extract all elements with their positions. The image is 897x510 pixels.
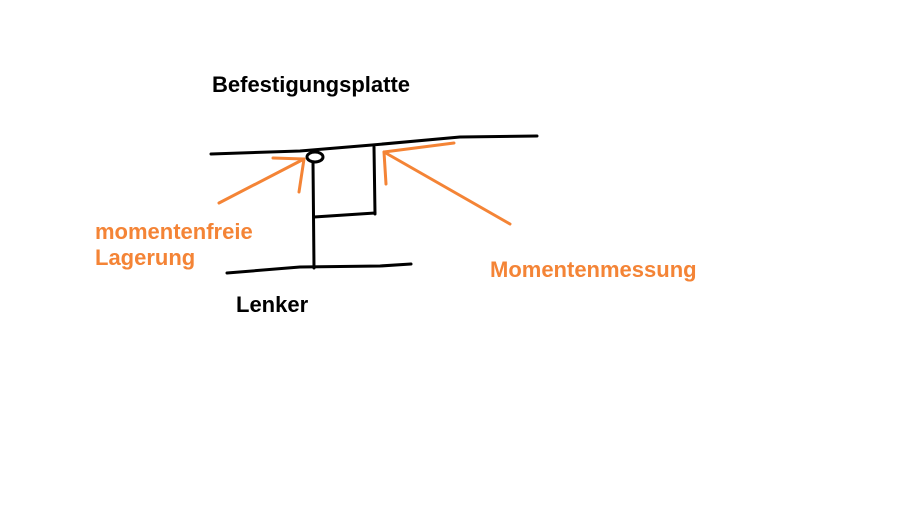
right-arrow-head-branch <box>382 141 456 186</box>
left-arrow-long <box>217 157 306 205</box>
pivot-bearing-circle <box>305 150 325 164</box>
moment-measurement-label: Momentenmessung <box>490 257 697 282</box>
lenker-label: Lenker <box>236 292 309 317</box>
mounting-plate-line <box>209 134 539 156</box>
left-arrow-head-branch <box>271 156 306 194</box>
moment-free-bearing-label: momentenfreie Lagerung <box>95 219 253 272</box>
moment-free-bearing-label-line2: Lagerung <box>95 245 196 271</box>
mounting-plate-label: Befestigungsplatte <box>212 72 411 97</box>
horizontal-link <box>312 211 377 219</box>
measurement-post <box>372 145 377 216</box>
vertical-rod <box>311 160 316 270</box>
moment-free-bearing-label-line1: momentenfreie <box>95 219 253 244</box>
lenker-bar-line <box>225 262 413 275</box>
right-arrow-long <box>382 150 512 226</box>
